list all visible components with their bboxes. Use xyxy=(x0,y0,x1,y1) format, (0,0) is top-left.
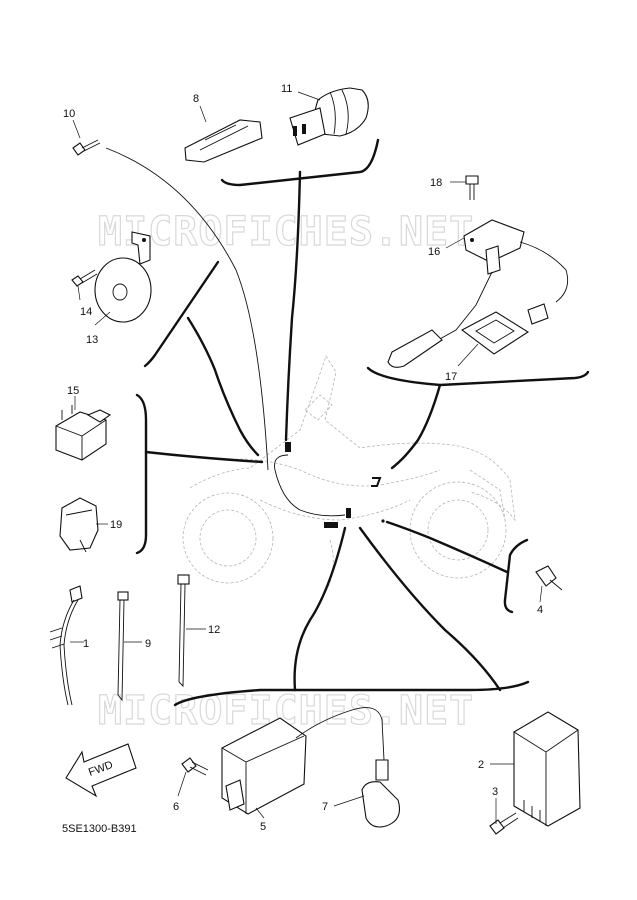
part-2-ecu xyxy=(513,711,581,827)
part-3-bolt xyxy=(489,812,519,835)
part-5-ignition-coil xyxy=(221,707,385,815)
motorcycle-outline xyxy=(182,355,516,601)
callout-3: 3 xyxy=(492,786,498,798)
part-9-tie xyxy=(117,591,129,702)
callout-1: 1 xyxy=(83,638,89,650)
wiring-harness xyxy=(274,442,385,528)
callout-6: 6 xyxy=(173,801,179,813)
callout-12: 12 xyxy=(208,624,220,636)
part-14-bolt xyxy=(71,269,98,287)
group-brackets xyxy=(135,138,590,707)
callout-5: 5 xyxy=(260,821,266,833)
callout-18: 18 xyxy=(430,177,442,189)
part-17-gasket xyxy=(460,311,530,355)
callout-15: 15 xyxy=(67,385,79,397)
watermark-top: MICROFICHES.NET xyxy=(98,209,474,255)
part-7-plug-cap xyxy=(361,759,401,828)
callout-10: 10 xyxy=(63,108,75,120)
part-18-bolt xyxy=(465,175,479,200)
leader-lines xyxy=(70,91,543,824)
leader-bolt-10 xyxy=(105,147,269,471)
part-6-bolt xyxy=(181,757,209,776)
callout-2: 2 xyxy=(478,759,484,771)
part-19-cover xyxy=(59,497,99,553)
part-16-sender-unit xyxy=(387,219,569,368)
part-4-sensor xyxy=(535,565,563,591)
part-8-clip xyxy=(184,119,263,163)
callout-11: 11 xyxy=(281,83,292,95)
callout-17: 17 xyxy=(445,371,457,383)
callout-labels: 1 2 3 4 5 6 7 8 9 10 11 12 13 14 15 16 1… xyxy=(63,83,543,833)
drawing-code: 5SE1300-B391 xyxy=(62,823,137,835)
callout-19: 19 xyxy=(110,519,122,531)
callout-13: 13 xyxy=(86,334,98,346)
fwd-arrow: FWD xyxy=(65,743,137,798)
part-10-bolt xyxy=(72,139,101,156)
part-15-relay xyxy=(55,405,112,461)
part-1-band xyxy=(49,585,83,706)
part-13-horn xyxy=(94,231,152,323)
callout-16: 16 xyxy=(428,246,440,258)
callout-14: 14 xyxy=(80,306,92,318)
part-12-tie xyxy=(177,574,190,688)
callout-7: 7 xyxy=(322,801,328,813)
part-11-socket xyxy=(289,87,369,146)
callout-4: 4 xyxy=(537,604,543,616)
callout-8: 8 xyxy=(193,93,199,105)
callout-9: 9 xyxy=(145,638,151,650)
